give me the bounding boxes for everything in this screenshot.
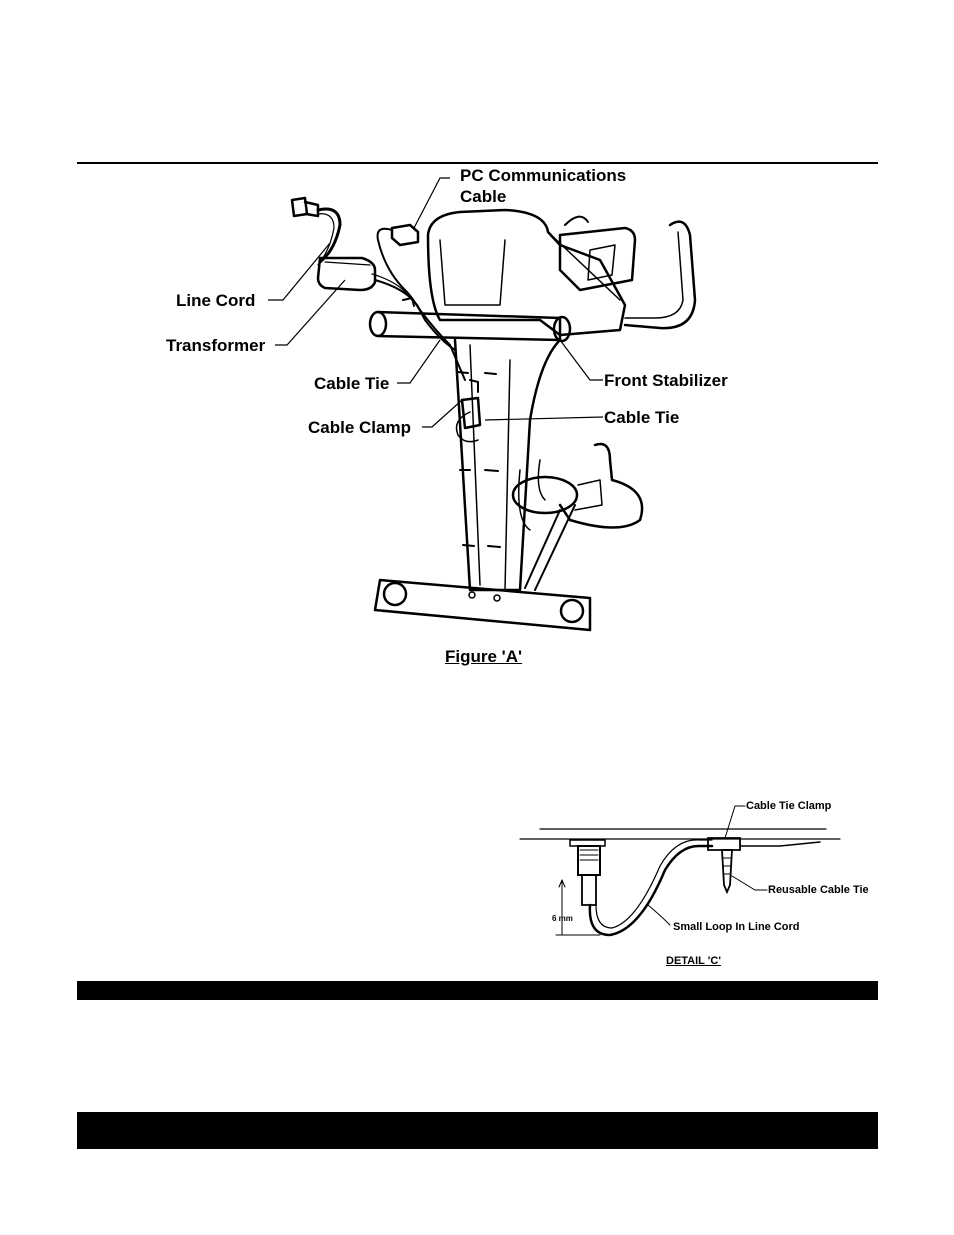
upright-post (453, 338, 562, 592)
figure-a-caption: Figure 'A' (445, 647, 523, 666)
label-cable-tie-clamp: Cable Tie Clamp (746, 800, 832, 812)
label-cable-tie-left: Cable Tie (314, 374, 390, 393)
label-cable-clamp: Cable Clamp (308, 418, 411, 437)
detail-tie (721, 849, 733, 895)
label-cable-tie-right: Cable Tie (604, 408, 680, 427)
rear-stabilizer-base (373, 578, 592, 632)
front-stabilizer-tube (376, 310, 562, 342)
section-header-bar (77, 981, 878, 1000)
label-transformer: Transformer (166, 336, 266, 355)
label-pc-cable-line2: Cable (460, 187, 507, 206)
label-front-stabilizer: Front Stabilizer (604, 371, 728, 390)
detail-connector (577, 845, 601, 876)
detail-c-caption: DETAIL 'C' (666, 955, 721, 967)
label-dimension: 6 mm (552, 914, 573, 923)
cable-clamp (460, 396, 482, 430)
detail-mount (569, 839, 606, 847)
top-divider-rule (77, 162, 878, 164)
seat (558, 442, 644, 529)
transformer-box (316, 256, 377, 292)
handlebar (623, 220, 697, 330)
pc-cable-connector (390, 223, 420, 247)
label-small-loop: Small Loop In Line Cord (673, 921, 800, 933)
label-pc-cable-line1: PC Communications (460, 166, 627, 185)
section-header-bar-2 (77, 1112, 878, 1149)
detail-clamp (707, 837, 741, 851)
label-line-cord: Line Cord (176, 291, 256, 310)
console-display (558, 226, 637, 292)
label-reusable-cable-tie: Reusable Cable Tie (768, 884, 869, 896)
